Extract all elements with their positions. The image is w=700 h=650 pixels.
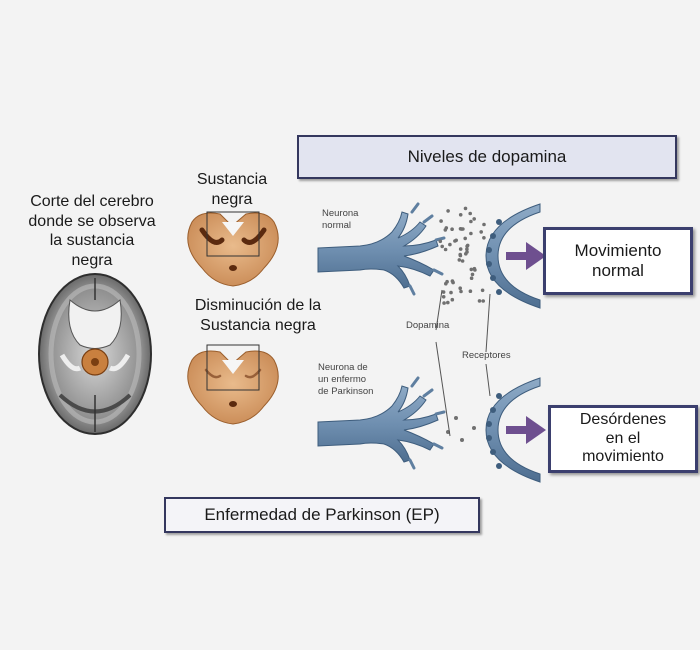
brain-section-label: Corte del cerebro donde se observa la su… xyxy=(28,193,156,269)
dopamine-dot xyxy=(457,258,462,262)
dopamine-dot xyxy=(450,227,454,231)
dopamine-dot xyxy=(468,211,473,216)
dopamine-dot xyxy=(443,247,448,252)
dopamine-levels-box: Niveles de dopamina xyxy=(297,135,677,179)
dopamine-dot xyxy=(470,272,475,277)
normal-movement-box: Movimiento normal xyxy=(543,227,693,295)
brain-section-image xyxy=(38,273,152,435)
dopamine-dot xyxy=(463,236,468,241)
dopamine-levels-title: Niveles de dopamina xyxy=(407,147,567,166)
signal-arrow-normal xyxy=(506,242,546,270)
dopamine-dot xyxy=(479,230,484,234)
dopamine-dot xyxy=(440,244,445,249)
dopamine-dot xyxy=(480,288,485,293)
dopamine-dot xyxy=(459,227,464,231)
movement-disorders-line3: movimiento xyxy=(582,448,664,466)
dopamine-dot xyxy=(472,217,477,221)
dopamine-dot xyxy=(450,279,455,283)
dopamine-dot xyxy=(442,301,446,305)
dopamine-dot xyxy=(481,299,486,303)
movement-disorders-box: Desórdenes en el movimiento xyxy=(548,405,698,473)
dopamine-dot xyxy=(463,206,468,211)
dopamine-dot xyxy=(482,236,486,240)
dopamine-dot xyxy=(460,259,465,263)
dopamine-dot xyxy=(469,219,473,224)
dopamine-dot xyxy=(449,290,453,295)
receptors-label: Receptores xyxy=(462,350,511,361)
dopamine-dot xyxy=(458,252,463,257)
normal-movement-line2: normal xyxy=(592,261,644,280)
normal-substantia-nigra-image xyxy=(187,211,279,287)
dopamine-dot xyxy=(444,226,449,230)
dopamine-dots-parkinson xyxy=(446,416,476,442)
receptor-membrane-parkinson xyxy=(485,377,541,483)
dopamine-dot xyxy=(450,297,455,302)
dopamine-dot xyxy=(465,250,469,254)
dopamine-dot xyxy=(459,289,463,294)
dopamine-dot xyxy=(441,295,446,299)
dopamine-dot xyxy=(468,289,473,294)
normal-neuron-terminal xyxy=(317,202,446,296)
dopamine-dot xyxy=(469,276,474,281)
dopamine-dot xyxy=(446,300,450,305)
parkinsons-disease-box: Enfermedad de Parkinson (EP) xyxy=(164,497,480,533)
dopamine-dot xyxy=(469,231,473,236)
dopamine-dot xyxy=(472,266,477,271)
dopamine-dot xyxy=(482,222,486,227)
dopamine-dot xyxy=(458,247,463,251)
receptor-membrane-normal xyxy=(485,203,541,309)
normal-neuron-label: Neurona normal xyxy=(322,208,359,231)
reduction-label: Disminución de la Sustancia negra xyxy=(194,297,322,334)
normal-movement-line1: Movimiento xyxy=(574,240,662,260)
dopamine-dot xyxy=(465,247,469,251)
pointer-lines xyxy=(435,289,491,437)
dopamine-dot xyxy=(441,290,446,294)
dopamine-dot xyxy=(477,299,482,303)
dopamine-dot xyxy=(469,267,474,272)
dopamine-dot xyxy=(458,213,463,217)
dopamine-dot xyxy=(444,281,448,286)
dopamine-dots-normal xyxy=(438,206,486,305)
dopamine-dot xyxy=(446,209,450,213)
movement-disorders-line2: en el xyxy=(605,429,641,447)
dopamine-label: Dopamina xyxy=(406,320,450,331)
dopamine-dot xyxy=(458,286,463,291)
dopamine-dot xyxy=(448,242,452,247)
signal-arrow-disorder xyxy=(506,416,546,444)
reduced-substantia-nigra-image xyxy=(187,344,279,425)
parkinsons-disease-title: Enfermedad de Parkinson (EP) xyxy=(204,505,440,524)
parkinson-neuron-label: Neurona de un enfermo de Parkinson xyxy=(318,362,374,397)
dopamine-dot xyxy=(438,239,443,244)
substantia-nigra-label: Sustancia negra xyxy=(196,171,268,208)
dopamine-dot xyxy=(465,243,470,248)
parkinson-neuron-terminal xyxy=(317,376,446,470)
dopamine-dot xyxy=(453,239,457,243)
movement-disorders-line1: Desórdenes xyxy=(579,410,667,428)
dopamine-dot xyxy=(439,219,443,223)
